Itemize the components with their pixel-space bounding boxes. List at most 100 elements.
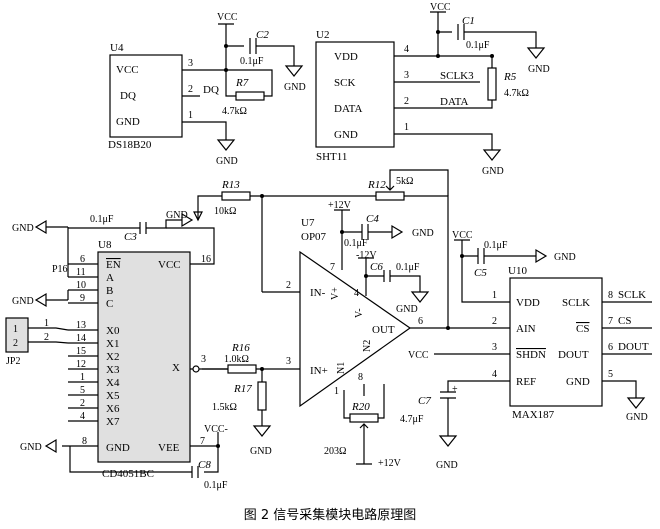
u10-net-sclk: SCLK xyxy=(618,289,646,301)
u10-net-dout: DOUT xyxy=(618,341,649,353)
c5-ref: C5 xyxy=(474,267,487,279)
u8-vee-label: VCC- xyxy=(204,424,228,435)
u10-pin-sclk: SCLK xyxy=(562,297,590,309)
u10-num-5: 5 xyxy=(608,369,613,380)
u8-num-13: 13 xyxy=(76,320,86,331)
u2-pin-gnd: GND xyxy=(334,129,358,141)
u10-num-4: 4 xyxy=(492,369,497,380)
c3-ref: C3 xyxy=(124,231,137,243)
feedback-network: R13 10kΩ R12 5kΩ xyxy=(193,169,449,328)
c8-value: 0.1μF xyxy=(204,480,228,491)
u10-pin-ain: AIN xyxy=(516,323,536,335)
c7-ref: C7 xyxy=(418,395,431,407)
r20-ref: R20 xyxy=(351,401,370,413)
u8-pin-vee: VEE xyxy=(158,442,180,454)
jp2-ref: JP2 xyxy=(6,356,20,367)
u10-num-2: 2 xyxy=(492,316,497,327)
c5-value: 0.1μF xyxy=(484,240,508,251)
r20-p12v: +12V xyxy=(378,458,402,469)
u4-ref: U4 xyxy=(110,42,124,54)
c7-plus: + xyxy=(452,384,458,395)
u7-ref: U7 xyxy=(301,217,315,229)
jp2-num1: 1 xyxy=(44,318,49,329)
u8-part: CD4051BC xyxy=(102,468,154,480)
u7-vneg: V- xyxy=(354,308,365,318)
u2-pin-data: DATA xyxy=(334,103,363,115)
u7-pin4-num: 4 xyxy=(354,288,359,299)
u8-pin-x3: X3 xyxy=(106,364,120,376)
u8-pin-x7: X7 xyxy=(106,416,120,428)
u4-dq-net: DQ xyxy=(203,84,219,96)
u4-pin3-num: 3 xyxy=(188,58,193,69)
c7-gnd: GND xyxy=(436,460,458,471)
u7-n1: N1 xyxy=(336,362,347,374)
u8-cd4051bc: U8 CD4051BC EN A B C X0 X1 X2 X3 X4 X5 X… xyxy=(12,210,228,491)
u7-pin7-num: 7 xyxy=(330,262,335,273)
u2-gnd-label: GND xyxy=(482,166,504,177)
r12-ref: R12 xyxy=(367,179,386,191)
c6-value: 0.1μF xyxy=(396,262,420,273)
u4-vcc-label: VCC xyxy=(217,12,238,23)
u7-pin2-num: 2 xyxy=(286,280,291,291)
u2-pin4-num: 4 xyxy=(404,44,409,55)
u8-num-1: 1 xyxy=(80,372,85,383)
u4-part: DS18B20 xyxy=(108,139,152,151)
u4-pin-vcc: VCC xyxy=(116,64,139,76)
c6-ref: C6 xyxy=(370,261,383,273)
u7-n12v: -12V xyxy=(356,250,377,261)
u8-num-16: 16 xyxy=(201,254,211,265)
r13-ref: R13 xyxy=(221,179,240,191)
r17-value: 1.5kΩ xyxy=(212,402,237,413)
u10-gnd: GND xyxy=(626,412,648,423)
jp2-connector: 1 2 JP2 1 2 xyxy=(5,317,69,367)
u4-pin2-num: 2 xyxy=(188,84,193,95)
c4-gnd: GND xyxy=(412,228,434,239)
c4-value: 0.1μF xyxy=(344,238,368,249)
c2-value: 0.1μF xyxy=(240,56,264,67)
u8-num-11: 11 xyxy=(76,267,86,278)
r5-ref: R5 xyxy=(503,71,517,83)
u7-p12v: +12V xyxy=(328,200,352,211)
c4-ref: C4 xyxy=(366,213,379,225)
u2-pin3-num: 3 xyxy=(404,70,409,81)
u10-pin-vdd: VDD xyxy=(516,297,540,309)
c3-gnd: GND xyxy=(166,210,188,221)
u8-num-9: 9 xyxy=(80,293,85,304)
u8-bc-gnd: GND xyxy=(12,296,34,307)
u10-shdn-vcc: VCC xyxy=(408,350,429,361)
u4-pin-dq: DQ xyxy=(120,90,136,102)
u8-pin-x2: X2 xyxy=(106,351,119,363)
u8-num-15: 15 xyxy=(76,346,86,357)
u7-in-neg: IN- xyxy=(310,287,326,299)
u7-in-pos: IN+ xyxy=(310,365,328,377)
r17-ref: R17 xyxy=(233,383,252,395)
r17-gnd: GND xyxy=(250,446,272,457)
u10-max187: U10 MAX187 VDD AIN SHDN REF SCLK CS DOUT… xyxy=(400,230,652,471)
c1-value: 0.1μF xyxy=(466,40,490,51)
input-divider: R16 1.0kΩ R17 1.5kΩ GND xyxy=(202,342,272,457)
u7-pin1-num: 1 xyxy=(334,386,339,397)
r12-value: 5kΩ xyxy=(396,176,413,187)
r7-value: 4.7kΩ xyxy=(222,106,247,117)
r16-ref: R16 xyxy=(231,342,250,354)
u8-ref: U8 xyxy=(98,239,112,251)
c1-gnd: GND xyxy=(528,64,550,75)
u8-num-8: 8 xyxy=(82,436,87,447)
u8-num-5: 5 xyxy=(80,385,85,396)
r20-value: 203Ω xyxy=(324,446,346,457)
u10-vcc: VCC xyxy=(452,230,473,241)
u10-pin-dout: DOUT xyxy=(558,349,589,361)
u8-num-14: 14 xyxy=(76,333,86,344)
u8-num-10: 10 xyxy=(76,280,86,291)
u8-num-12: 12 xyxy=(76,359,86,370)
u4-pin-gnd: GND xyxy=(116,116,140,128)
u2-pin1-num: 1 xyxy=(404,122,409,133)
c6-gnd: GND xyxy=(396,304,418,315)
u7-pin3-num: 3 xyxy=(286,356,291,367)
u8-pin-a: A xyxy=(106,272,114,284)
u2-net-sclk3: SCLK3 xyxy=(440,70,474,82)
u7-part: OP07 xyxy=(301,231,327,243)
u7-pin6-num: 6 xyxy=(418,316,423,327)
u2-pin-vdd: VDD xyxy=(334,51,358,63)
u10-num-7: 7 xyxy=(608,316,613,327)
